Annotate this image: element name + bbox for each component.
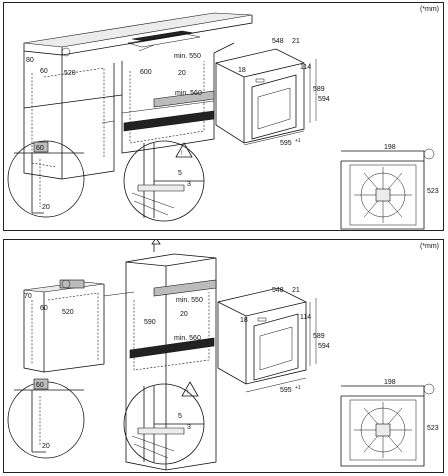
cabinet-left: [23, 51, 63, 180]
dim-oven-depth: 548: [272, 287, 284, 294]
detail-seal-5: 5: [178, 413, 182, 420]
dim-hob-width: 198: [384, 144, 396, 151]
dim-min-560: min. 560: [174, 335, 201, 342]
dim-height-600: 600: [140, 69, 152, 76]
dim-oven-width-tol: +1: [295, 138, 301, 144]
dim-oven-width: 595: [280, 387, 292, 394]
dim-hob-depth: 523: [427, 425, 439, 432]
installation-diagram-bottom: 70 60 520 590 min. 550 20 min. 560 548 2…: [7, 240, 439, 471]
dim-oven-height-589: 589: [313, 86, 325, 93]
installation-panel-under-counter: (*mm) 80 60 520 600 min. 550 20 min. 5: [3, 2, 444, 231]
dim-oven-height-594: 594: [318, 343, 330, 350]
dim-width-520: 520: [64, 70, 76, 77]
dim-oven-side: 114: [300, 64, 311, 71]
dim-oven-height-594: 594: [318, 96, 330, 103]
hob-detail: [340, 383, 435, 467]
detail-seal-3: 3: [187, 181, 191, 188]
dim-gap-20: 20: [180, 311, 188, 318]
dim-oven-offset: 21: [292, 38, 300, 45]
warning-number-icon: [61, 279, 71, 289]
warning-number-icon: [61, 47, 71, 57]
installation-diagram-top: 80 60 520 600 min. 550 20 min. 560 548 2…: [7, 12, 439, 230]
detail-seal-5: 5: [178, 170, 182, 177]
cabinet-niche: [121, 53, 215, 154]
dim-small-a: 60: [40, 305, 48, 312]
dim-oven-width-tol: +1: [295, 385, 301, 391]
dim-top-depth: 80: [26, 57, 34, 64]
dim-gap-20: 20: [178, 70, 186, 77]
detail-corner-circle: [7, 140, 85, 218]
warning-icon: !: [181, 151, 183, 157]
dim-oven-top-gap: 18: [238, 67, 246, 74]
dim-hob-depth: 523: [427, 188, 439, 195]
dim-oven-depth: 548: [272, 38, 284, 45]
unit-label: (*mm): [419, 243, 439, 250]
detail-corner-badge: 60: [36, 382, 44, 389]
detail-corner-badge: 60: [36, 145, 44, 152]
oven: [215, 48, 305, 144]
installation-panel-tall-cabinet: (*mm) 70 60 520 590 min. 550 20 min. 560: [3, 239, 444, 473]
dim-top-depth: 70: [24, 293, 32, 300]
tall-cabinet: [125, 253, 217, 471]
dim-oven-side: 114: [300, 314, 311, 321]
detail-corner-bottom: 20: [42, 204, 50, 211]
detail-corner-bottom: 20: [42, 443, 50, 450]
hob-detail: [340, 148, 435, 230]
warning-icon: !: [187, 390, 189, 396]
dim-small-a: 60: [40, 68, 48, 75]
dim-min-550: min. 550: [174, 53, 201, 60]
dim-oven-width: 595: [280, 140, 292, 147]
dim-oven-top-gap: 18: [240, 317, 248, 324]
unit-label: (*mm): [419, 6, 439, 13]
dim-oven-height-589: 589: [313, 333, 325, 340]
dim-height-590: 590: [144, 319, 156, 326]
oven: [217, 287, 307, 385]
hob-cutout: [131, 30, 195, 42]
dim-width-520: 520: [62, 309, 74, 316]
dim-min-560: min. 560: [175, 90, 202, 97]
dim-hob-width: 198: [384, 379, 396, 386]
dim-min-550: min. 550: [176, 297, 203, 304]
dim-oven-offset: 21: [292, 287, 300, 294]
detail-seal-3: 3: [187, 424, 191, 431]
